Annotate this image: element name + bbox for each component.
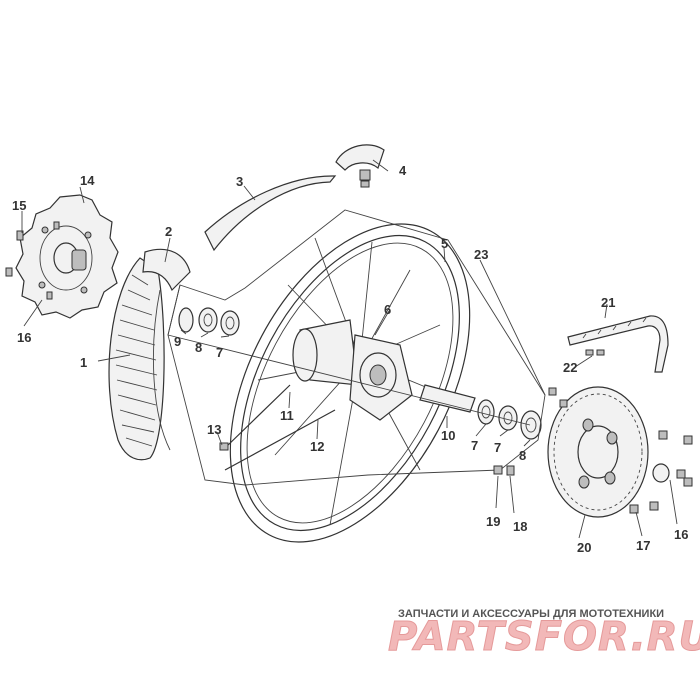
assembly-outline bbox=[167, 209, 546, 486]
callout-11: 11 bbox=[280, 408, 294, 423]
leader-lines bbox=[21, 159, 678, 539]
rim-tape bbox=[142, 248, 191, 451]
drive-chain bbox=[567, 315, 669, 373]
callout-16-right: 16 bbox=[674, 527, 688, 542]
callout-7-right-a: 7 bbox=[471, 438, 478, 453]
callout-3: 3 bbox=[236, 174, 243, 189]
disc-screws bbox=[5, 221, 60, 300]
watermark-logo: PARTSFOR.RU bbox=[388, 614, 700, 660]
callout-22: 22 bbox=[563, 360, 577, 375]
callout-9: 9 bbox=[174, 334, 181, 349]
right-bearings bbox=[477, 399, 542, 440]
disc-bolt-icon bbox=[71, 249, 87, 271]
tube-protector bbox=[335, 144, 385, 188]
callout-8-left: 8 bbox=[195, 340, 202, 355]
inner-tube bbox=[204, 175, 337, 252]
watermark: ЗАПЧАСТИ И АКСЕССУАРЫ ДЛЯ МОТОТЕХНИКИ PA… bbox=[388, 608, 700, 661]
callout-21: 21 bbox=[601, 295, 615, 310]
sprocket-fasteners bbox=[548, 387, 693, 514]
callout-20: 20 bbox=[577, 540, 591, 555]
callout-1: 1 bbox=[80, 355, 87, 370]
callout-8-right: 8 bbox=[519, 448, 526, 463]
brake-disc bbox=[15, 194, 119, 319]
callout-6: 6 bbox=[384, 302, 391, 317]
axle-nuts bbox=[493, 465, 515, 476]
callout-5: 5 bbox=[441, 236, 448, 251]
callout-17: 17 bbox=[636, 538, 650, 553]
callout-19: 19 bbox=[486, 514, 500, 529]
callout-14: 14 bbox=[80, 173, 95, 188]
left-bearings bbox=[178, 307, 240, 336]
axle-line bbox=[167, 284, 531, 426]
callout-7-left: 7 bbox=[216, 345, 223, 360]
callout-23: 23 bbox=[474, 247, 488, 262]
axle bbox=[419, 384, 476, 413]
callout-10: 10 bbox=[441, 428, 455, 443]
watermark-tagline: ЗАПЧАСТИ И АКСЕССУАРЫ ДЛЯ МОТОТЕХНИКИ bbox=[398, 608, 664, 620]
callout-7-right-b: 7 bbox=[494, 440, 501, 455]
callout-12: 12 bbox=[310, 439, 324, 454]
tyre bbox=[108, 257, 165, 461]
callout-15: 15 bbox=[12, 198, 26, 213]
spoke-parts bbox=[219, 384, 336, 471]
callout-18: 18 bbox=[513, 519, 527, 534]
part-callouts: 14 15 16 1 2 3 4 5 23 6 9 8 7 10 7 7 8 1… bbox=[12, 163, 688, 555]
rear-sprocket bbox=[547, 386, 649, 518]
callout-2: 2 bbox=[165, 224, 172, 239]
callout-4: 4 bbox=[399, 163, 407, 178]
callout-13: 13 bbox=[207, 422, 221, 437]
callout-16-left: 16 bbox=[17, 330, 31, 345]
wheel-rim bbox=[229, 223, 471, 543]
wheel-hub bbox=[292, 319, 413, 421]
